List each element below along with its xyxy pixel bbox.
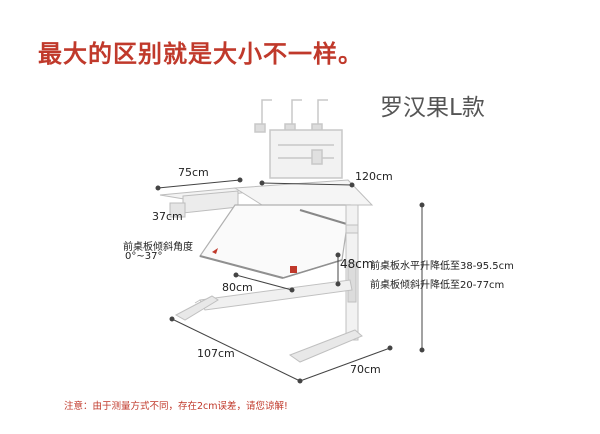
dim-side-depth: 37cm: [152, 210, 183, 223]
dimension-lines: [155, 177, 425, 384]
front-tabletop: [199, 204, 351, 279]
dim-main-width: 120cm: [355, 170, 393, 183]
dim-side-width: 75cm: [178, 166, 209, 179]
headline: 最大的区别就是大小不一样。: [38, 40, 363, 68]
dim-height: 48cm: [340, 257, 374, 271]
spec-level-label: 前桌板水平升降:: [370, 261, 444, 272]
spec-tilt-label: 前桌板倾斜升降:: [370, 280, 444, 291]
dim-tilt-value: 0°~37°: [125, 251, 163, 262]
hutch: [254, 99, 343, 179]
model-name: 罗汉果L款: [380, 95, 485, 121]
back-tabletop: [233, 179, 374, 206]
measurement-note: 注意：由于测量方式不同，存在2cm误差，请您谅解!: [64, 401, 288, 412]
frame: [174, 204, 363, 363]
dim-tilt-title: 前桌板倾斜角度: [123, 242, 193, 253]
spec-level-value: 低至38-95.5cm: [440, 261, 514, 272]
dim-front-depth: 80cm: [222, 281, 253, 294]
spec-tilt-value: 低至20-77cm: [440, 280, 505, 291]
dim-base-depth: 70cm: [350, 363, 381, 376]
dim-base-width: 107cm: [197, 347, 235, 360]
